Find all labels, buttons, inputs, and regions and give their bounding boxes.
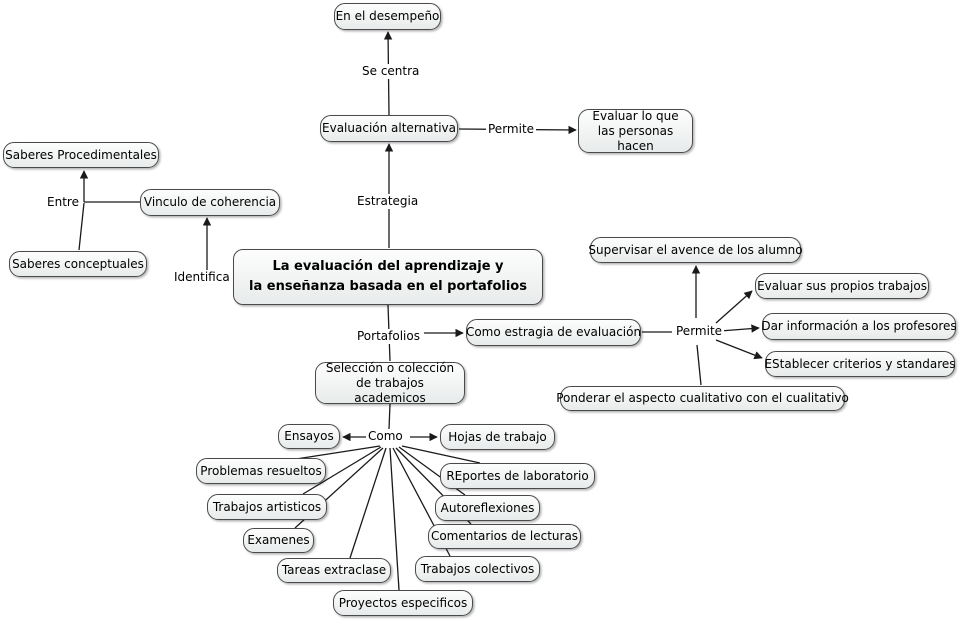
edge-permite-to-ponderar (696, 344, 702, 386)
edge-como-to-artisticos (302, 446, 382, 495)
node-seleccion: Selección o colección de trabajos academ… (315, 361, 465, 405)
edge-como-to-proyectos (389, 447, 400, 591)
node-evaluar-personas: Evaluar lo que las personas hacen (578, 109, 693, 153)
edge-label-entre: Entre (45, 195, 81, 210)
node-en-el-desempeno: En el desempeño (334, 3, 441, 30)
node-supervisar: Supervisar el avence de los alumno (588, 237, 803, 263)
edge-como-to-reportes (401, 445, 481, 464)
edge-como-to-tareas (349, 447, 387, 559)
node-ponderar: Ponderar el aspecto cualitativo con el c… (556, 386, 849, 411)
node-trabajos-colectivos: Trabajos colectivos (415, 556, 540, 582)
edge-como-to-problemas (295, 445, 381, 460)
map-title-text: La evaluación del aprendizaje y la enseñ… (249, 257, 527, 297)
edge-permite-to-evaluar-propios (715, 290, 753, 324)
node-dar-informacion: Dar información a los profesores (761, 313, 957, 340)
map-title-line2: la enseñanza basada en el portafolios (249, 279, 527, 294)
node-hojas-trabajo: Hojas de trabajo (440, 424, 555, 450)
edge-seleccion-to-como (388, 403, 391, 430)
map-title: La evaluación del aprendizaje y la enseñ… (233, 249, 543, 305)
node-establecer: EStablecer criterios y standares (764, 351, 956, 377)
edge-label-permite-1: Permite (486, 122, 537, 137)
node-ensayos: Ensayos (278, 424, 340, 449)
node-examenes: Examenes (243, 528, 314, 553)
edge-label-portafolios: Portafolios (355, 329, 422, 344)
node-tareas-extraclase: Tareas extraclase (277, 558, 391, 583)
edge-permite-to-establecer (715, 339, 763, 360)
node-como-estrategia: Como estragia de evaluación (466, 319, 641, 346)
edge-label-permite-2: Permite (674, 324, 725, 339)
node-trabajos-artisticos: Trabajos artisticos (207, 494, 327, 520)
node-autoreflexiones: Autoreflexiones (435, 495, 540, 521)
edge-conceptuales-to-entre (78, 202, 85, 251)
node-reportes-laboratorio: REportes de laboratorio (440, 463, 595, 489)
node-proyectos-especificos: Proyectos especificos (333, 590, 473, 616)
node-problemas-resueltos: Problemas resueltos (196, 458, 326, 484)
node-saberes-conceptuales: Saberes conceptuales (9, 251, 147, 277)
node-saberes-procedimentales: Saberes Procedimentales (3, 142, 159, 168)
node-comentarios-lecturas: Comentarios de lecturas (428, 524, 581, 549)
edge-permite-to-dar-informacion (719, 324, 760, 333)
node-evaluar-propios: Evaluar sus propios trabajos (755, 273, 929, 299)
map-title-line1: La evaluación del aprendizaje y (272, 258, 504, 274)
edge-label-se-centra: Se centra (360, 64, 422, 79)
edge-label-identifica: Identifica (172, 270, 232, 285)
node-vinculo-coherencia: Vinculo de coherencia (140, 189, 280, 216)
node-evaluacion-alternativa: Evaluación alternativa (320, 115, 458, 142)
edge-label-estrategia: Estrategia (355, 194, 421, 209)
edge-label-como: Como (366, 429, 405, 444)
